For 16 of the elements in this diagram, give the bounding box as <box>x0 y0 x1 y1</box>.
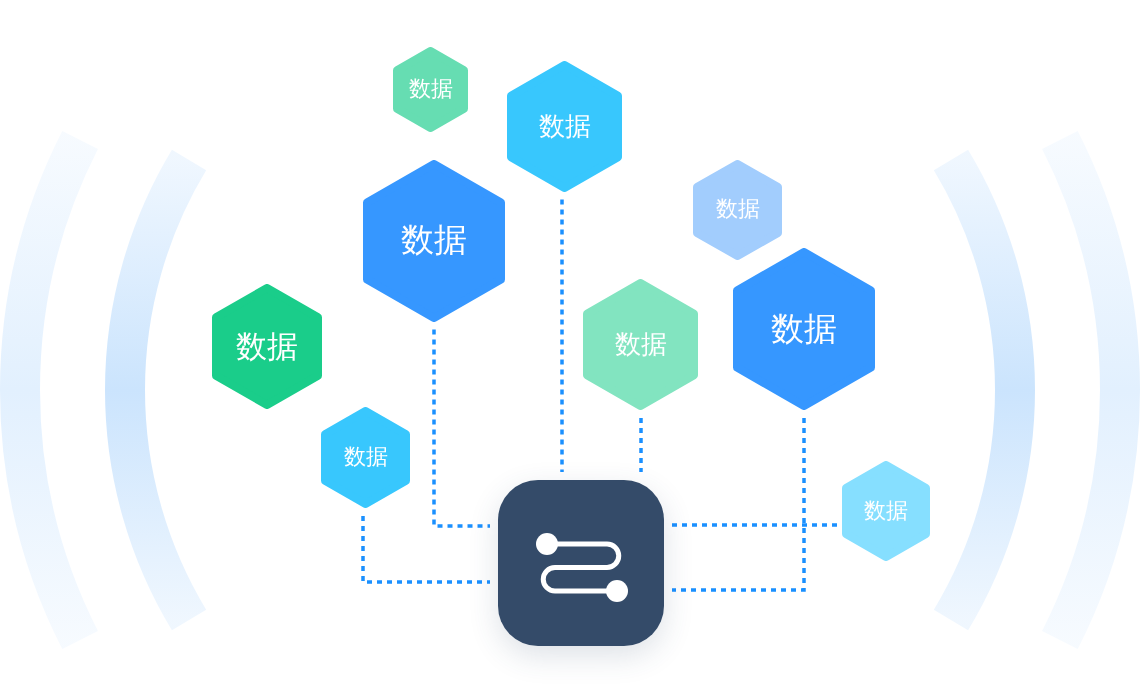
dotted-connector <box>639 418 643 472</box>
hexagon: 数据 <box>693 159 782 260</box>
hexagon: 数据 <box>363 159 505 322</box>
hexagon: 数据 <box>507 60 622 192</box>
hexagon: 数据 <box>842 461 930 561</box>
icon-tile <box>498 480 664 646</box>
dotted-connector <box>361 516 490 584</box>
dotted-connector <box>672 418 806 592</box>
dotted-connector <box>560 199 564 472</box>
hexagon: 数据 <box>393 46 468 132</box>
dotted-connector <box>432 329 490 528</box>
hexagon: 数据 <box>733 248 875 410</box>
hexagon: 数据 <box>212 283 322 409</box>
hexagon: 数据 <box>321 407 410 508</box>
dotted-connector <box>672 523 837 527</box>
hexagon: 数据 <box>583 279 698 410</box>
